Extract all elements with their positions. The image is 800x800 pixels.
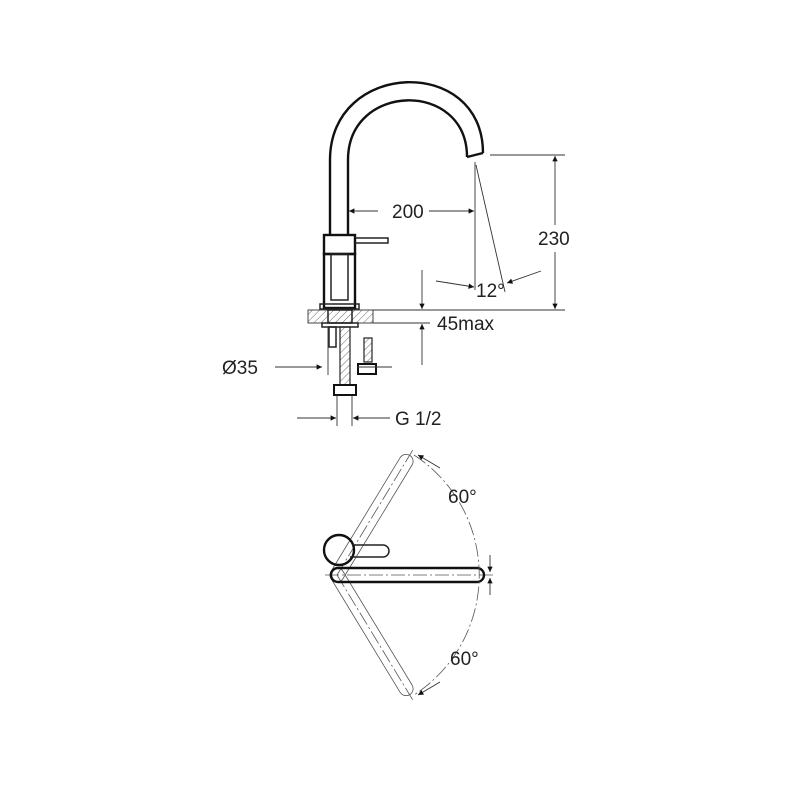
hose-nut	[333, 384, 357, 396]
top-lever	[350, 544, 390, 558]
rod-nut	[357, 363, 377, 375]
lower-ring	[321, 322, 359, 328]
body-circle	[322, 533, 356, 567]
dimension-counter-thickness: 45max	[373, 270, 495, 365]
faucet-side-view	[307, 81, 485, 396]
spout-outer	[328, 81, 485, 235]
dimension-reach: 200	[349, 162, 476, 290]
faucet-top-view: 60° 60°	[322, 447, 495, 703]
dimension-height: 230	[373, 154, 570, 311]
lever	[355, 237, 389, 244]
base-ring	[319, 303, 360, 310]
hole-label: Ø35	[222, 358, 258, 379]
spout-center	[329, 566, 486, 584]
countertop	[307, 309, 374, 324]
spout-tip	[466, 151, 484, 159]
swivel-down-label: 60°	[450, 649, 479, 670]
body-inner	[330, 253, 349, 301]
counter-label: 45max	[437, 314, 495, 335]
axis-down	[336, 574, 415, 703]
swivel-up-label: 60°	[448, 487, 477, 508]
threaded-rod	[363, 337, 373, 363]
dimension-thread: G 1/2	[297, 395, 441, 430]
reach-label: 200	[392, 202, 424, 223]
dimension-hole: Ø35	[222, 327, 392, 379]
handle-block	[322, 233, 357, 256]
height-label: 230	[538, 229, 570, 250]
flex-hose	[339, 326, 351, 386]
swivel-arc	[413, 454, 480, 696]
angle-label: 12°	[476, 281, 505, 302]
dimension-angle: 12°	[435, 164, 542, 302]
axis-up	[336, 447, 415, 576]
thread-label: G 1/2	[395, 409, 441, 430]
inlet-pipe-left	[328, 326, 337, 348]
spout-inner	[346, 99, 469, 235]
